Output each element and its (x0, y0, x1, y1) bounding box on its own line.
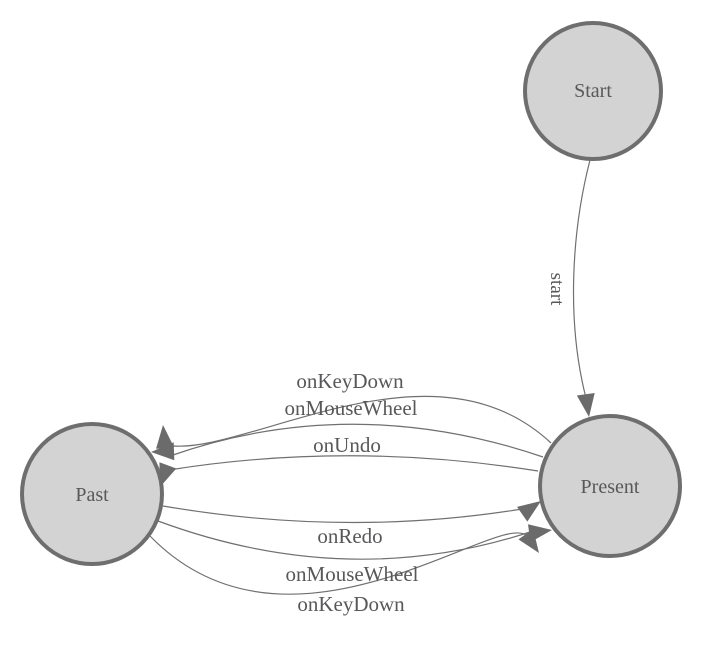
arrowhead-onundo-at-past (159, 462, 177, 487)
edge-present-to-past-onmousewheel (169, 423, 544, 458)
node-label-present: Present (581, 476, 640, 498)
edge-label-onundo: onUndo (313, 433, 381, 457)
edge-start-to-present (572, 159, 591, 399)
arrowhead-start-to-present (576, 392, 595, 417)
nodes (20, 21, 682, 566)
edge-label-onmousewheel-lower: onMouseWheel (286, 562, 419, 586)
node-past (20, 422, 164, 566)
arrowhead-onredo-at-present (516, 501, 541, 522)
edge-label-onkeydown-lower: onKeyDown (297, 592, 405, 616)
edge-label-onredo: onRedo (317, 524, 382, 548)
arrowhead-onmousewheel-at-past (151, 442, 175, 461)
edge-past-to-present-onredo (162, 505, 529, 524)
labels: Start Past Present start onKeyDown onMou… (75, 80, 640, 616)
node-present (538, 414, 682, 558)
node-label-start: Start (574, 80, 612, 102)
edge-present-to-past-onundo (168, 455, 539, 472)
edge-label-start: start (546, 273, 567, 306)
edge-past-to-present-onmousewheel (157, 520, 534, 560)
edge-past-to-present-onkeydown (149, 532, 528, 595)
arrowhead-onkeydown-at-past (156, 425, 174, 449)
arrowheads (151, 392, 595, 553)
edge-present-to-past-onkeydown (165, 395, 552, 447)
node-label-past: Past (75, 484, 109, 506)
edge-label-onkeydown-upper: onKeyDown (296, 369, 404, 393)
edge-lines (149, 159, 591, 595)
edge-label-onmousewheel-upper: onMouseWheel (285, 396, 418, 420)
arrowhead-onkeydown-at-present (518, 528, 539, 553)
node-start (523, 21, 663, 161)
